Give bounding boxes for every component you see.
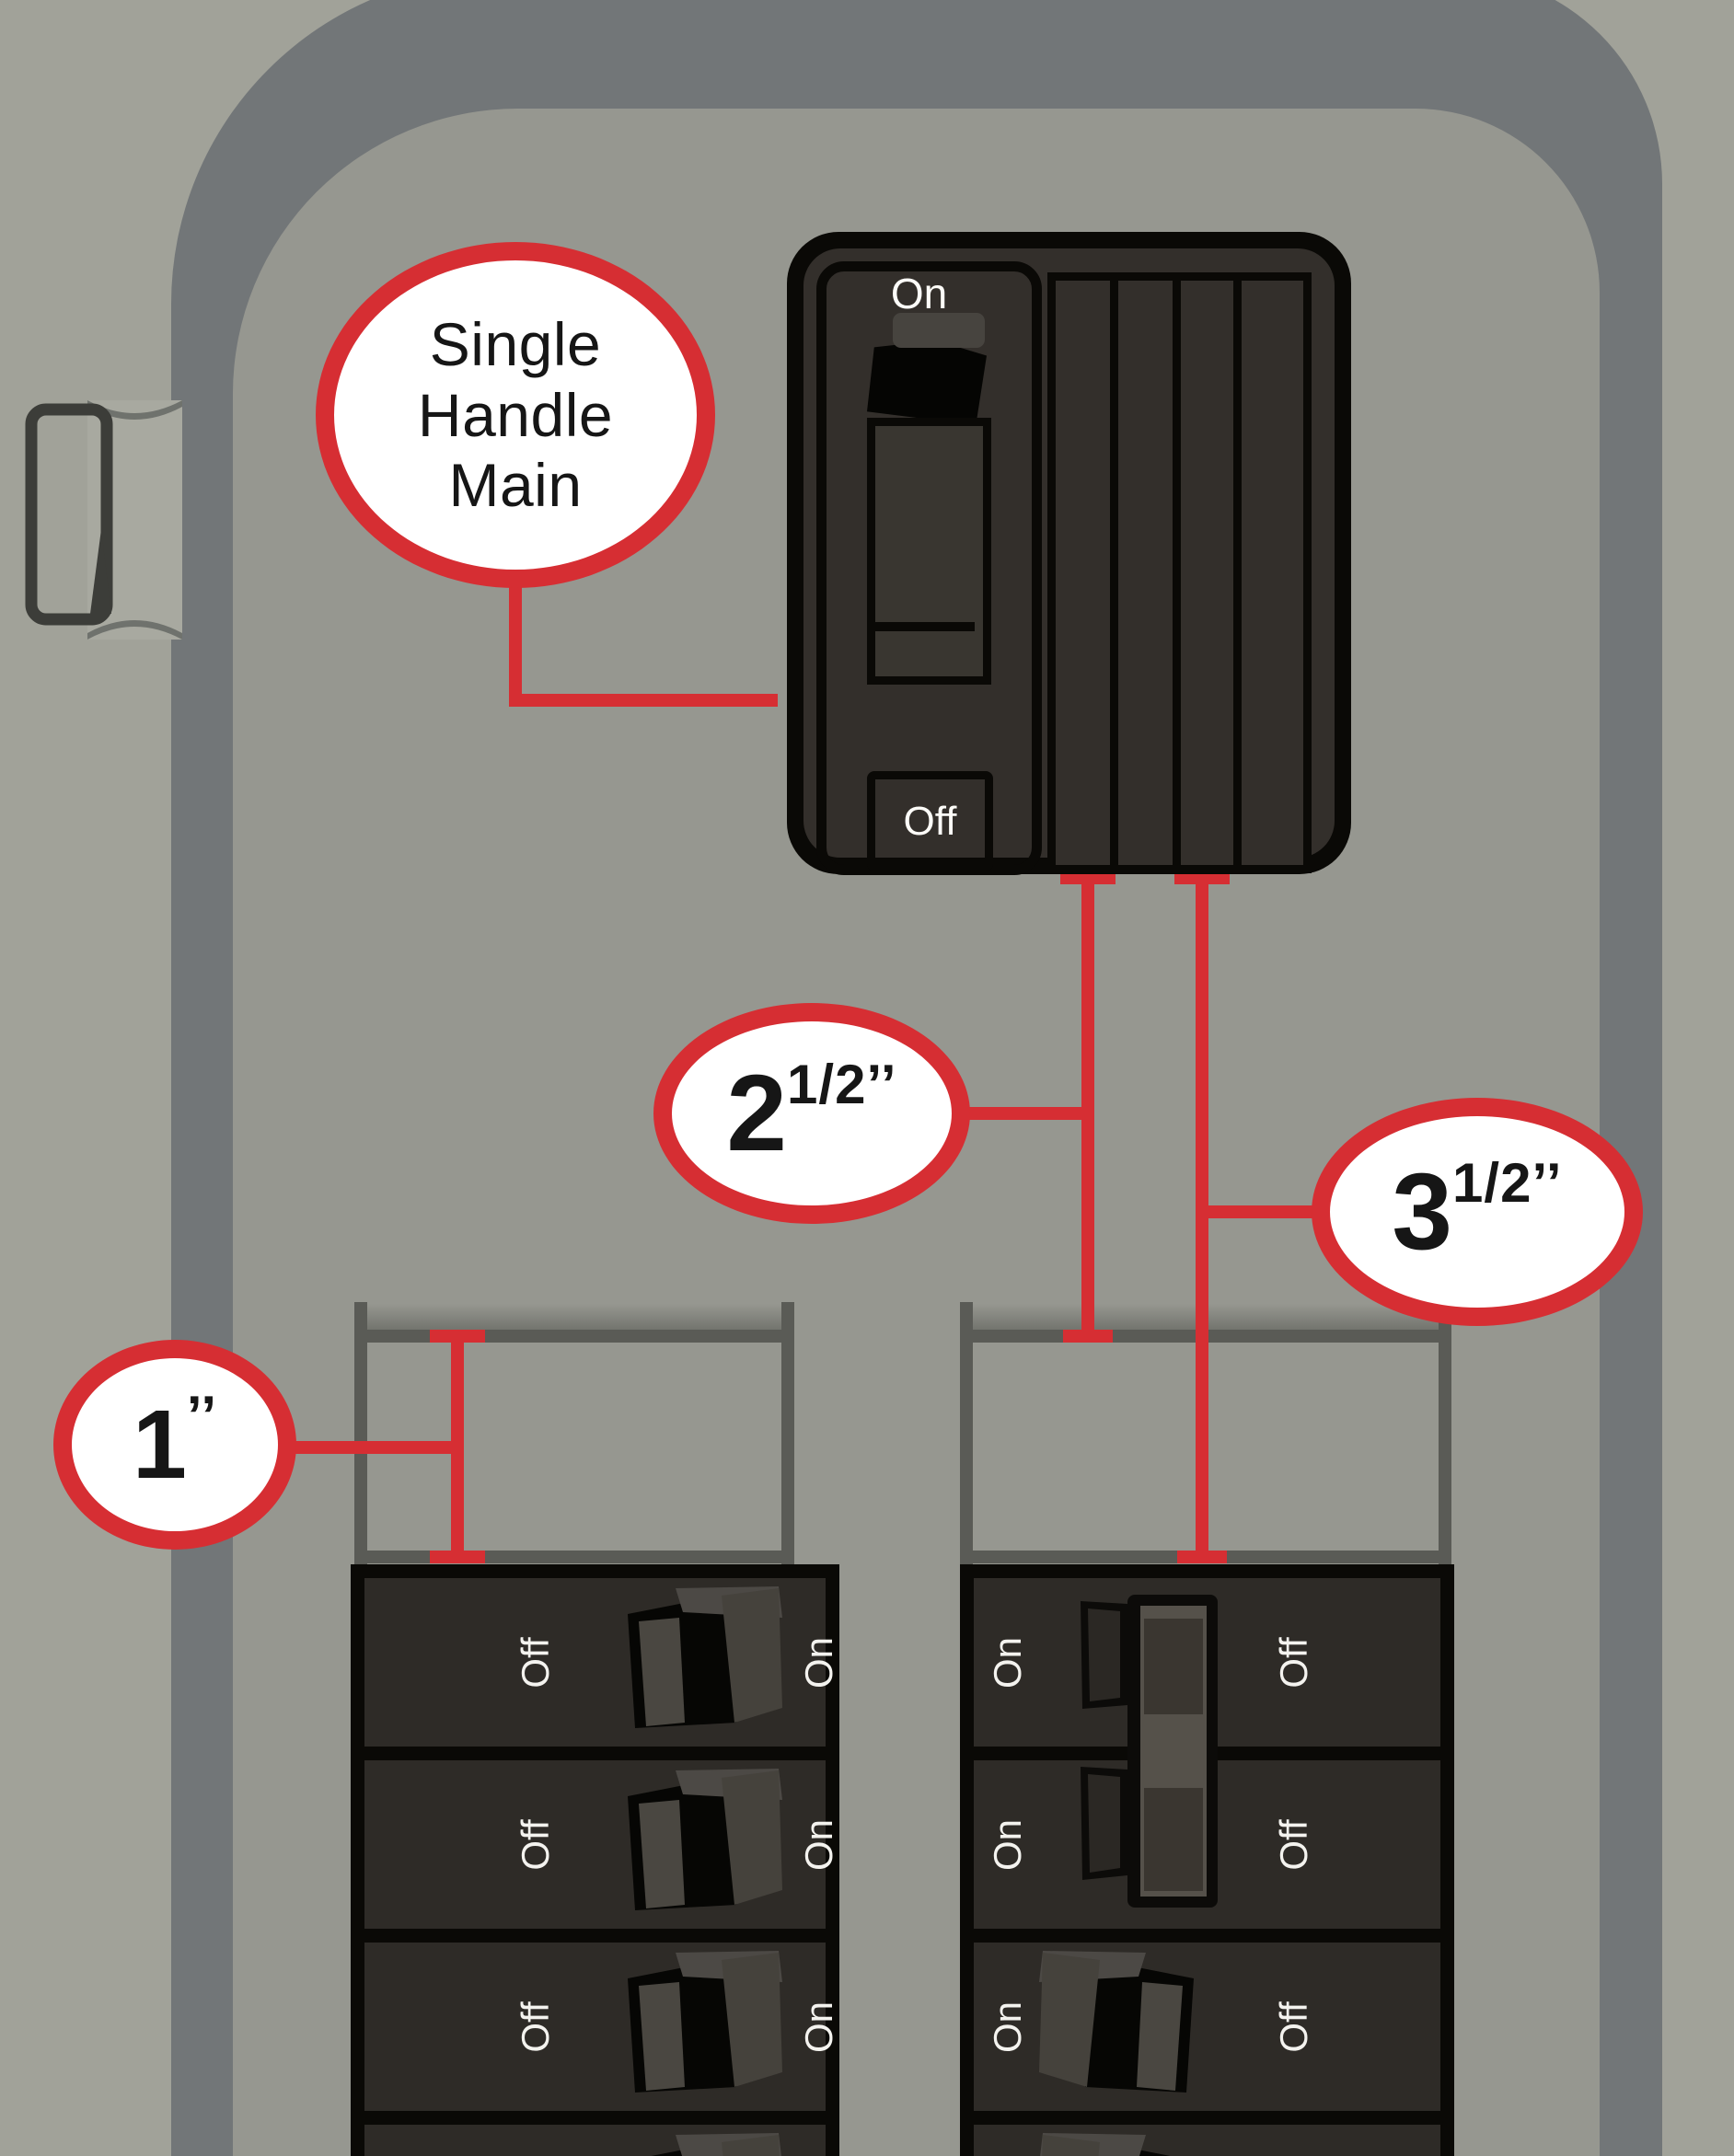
callout-text: Single Handle Main	[417, 310, 614, 520]
hinge-top-shadow	[87, 400, 182, 420]
dim-35-leader	[1208, 1205, 1319, 1218]
breaker-on-label: On	[797, 1636, 839, 1689]
door-handle	[25, 403, 113, 626]
main-breaker-off-label: Off	[867, 771, 993, 871]
branch-breaker-group-right: On Off On Off On Off	[960, 1564, 1454, 2156]
guide-left-vertical-b	[781, 1302, 794, 1566]
guide-right-vertical-b	[1439, 1302, 1451, 1566]
breaker-off-label: Off	[1272, 2000, 1315, 2053]
breaker-toggle	[624, 1586, 782, 1732]
callout-single-handle-main: Single Handle Main	[316, 242, 715, 588]
callout-3-half-inch: 3 1/2’’	[1312, 1098, 1643, 1326]
main-breaker-toggle-track	[867, 418, 991, 685]
callout-1-inch: 1 ’’	[53, 1340, 296, 1550]
breaker-row: Off On	[364, 1760, 839, 1929]
breaker-row: Off On	[364, 1943, 839, 2111]
breaker-off-label: Off	[1272, 1818, 1315, 1871]
hinge-bottom-shadow	[87, 620, 182, 640]
main-breaker-on-label: On	[890, 270, 948, 317]
guide-left-top	[354, 1330, 794, 1343]
door-hinge	[25, 400, 182, 640]
callout-text: 2 1/2’’	[726, 1053, 897, 1174]
dim-35-line	[1196, 871, 1208, 1563]
dim-1-bottom-tick	[430, 1551, 485, 1563]
leader-main-horizontal	[509, 694, 778, 707]
breaker-toggle	[624, 1951, 782, 2096]
branch-breaker-group-left: Off On Off On Off On	[351, 1564, 839, 2156]
slat-divider	[1173, 281, 1181, 865]
breaker-off-label: Off	[514, 1636, 557, 1689]
guide-left-bottom	[354, 1551, 794, 1563]
dim-1-leader	[291, 1441, 455, 1454]
breaker-row-partial	[974, 2125, 1440, 2156]
dim-1-line	[451, 1336, 464, 1557]
breaker-row: Off On	[364, 1578, 839, 1747]
guide-left-shade	[367, 1304, 781, 1330]
dim-35-bottom-tick	[1177, 1551, 1227, 1563]
breaker-row: On Off	[974, 1943, 1440, 2111]
breaker-on-label: On	[797, 1818, 839, 1871]
main-breaker: On Off	[787, 232, 1351, 875]
slat-divider	[1233, 281, 1242, 865]
breaker-toggle	[624, 2133, 782, 2156]
dim-25-leader	[963, 1107, 1084, 1120]
breaker-toggle	[1039, 1951, 1197, 2096]
main-breaker-track-divider	[867, 622, 975, 631]
double-pole-tie-handle	[1072, 1595, 1218, 1908]
guide-left-vertical-a	[354, 1302, 367, 1566]
callout-text: 1 ’’	[132, 1384, 218, 1499]
callout-text: 3 1/2’’	[1392, 1151, 1563, 1273]
dim-25-line	[1081, 871, 1094, 1343]
breaker-off-label: Off	[1272, 1636, 1315, 1689]
slat-divider	[1110, 281, 1118, 865]
guide-right-vertical-a	[960, 1302, 973, 1566]
breaker-off-label: Off	[514, 1818, 557, 1871]
breaker-row-partial	[364, 2125, 826, 2156]
main-breaker-toggle-handle	[893, 313, 985, 348]
breaker-on-label: On	[797, 2000, 839, 2053]
main-breaker-slat-panel	[1047, 272, 1312, 873]
callout-2-half-inch: 2 1/2’’	[653, 1003, 970, 1224]
door-handle-shade	[90, 529, 111, 614]
dim-25-bottom-tick	[1063, 1330, 1113, 1343]
breaker-on-label: On	[986, 1636, 1029, 1689]
leader-main-vertical	[509, 578, 522, 707]
breaker-on-label: On	[986, 2000, 1029, 2053]
dim-1-top-tick	[430, 1330, 485, 1343]
breaker-off-label: Off	[514, 2000, 557, 2053]
breaker-on-label: On	[986, 1818, 1029, 1871]
main-breaker-toggle-shadow	[867, 340, 987, 425]
breaker-toggle	[1039, 2133, 1197, 2156]
breaker-toggle	[624, 1769, 782, 1914]
